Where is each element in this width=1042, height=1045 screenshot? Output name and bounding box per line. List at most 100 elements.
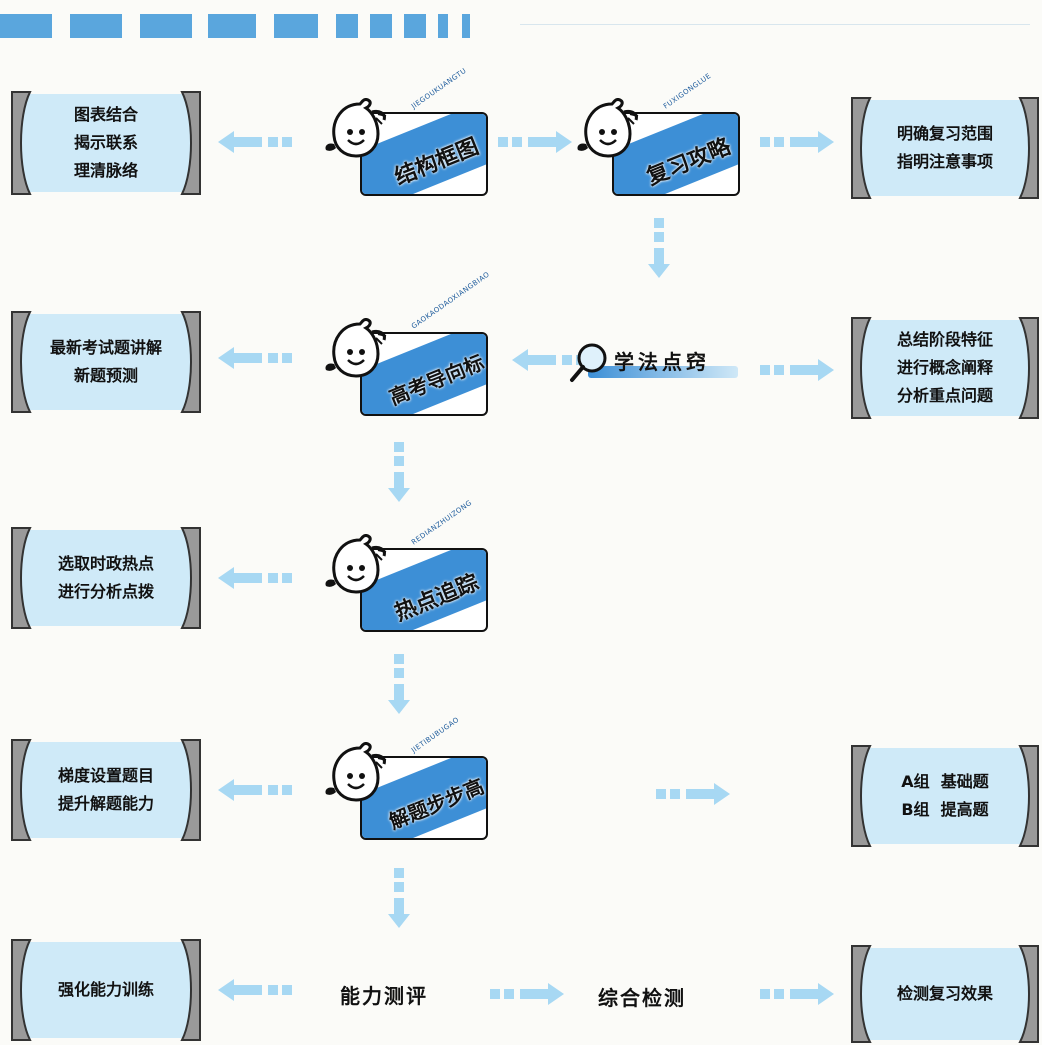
mascot-part (599, 139, 617, 146)
arrow-down (648, 218, 670, 278)
mascot-part (623, 110, 638, 121)
box-latest-exam: 最新考试题讲解 新题预测 (8, 310, 204, 414)
mascot-part (347, 359, 365, 366)
mascot-part (584, 98, 632, 158)
method-hint-underline (588, 366, 738, 378)
mascot-part (627, 113, 639, 125)
arrow-right (656, 783, 730, 805)
mascot-part (347, 783, 365, 790)
mascot-part (332, 98, 380, 158)
box-line: 进行概念阐释 (896, 358, 993, 377)
box-review-scope: 明确复习范围 指明注意事项 (848, 96, 1042, 200)
mascot-part (375, 757, 387, 769)
mascot-icon (325, 534, 387, 594)
box-line: 指明注意事项 (896, 152, 993, 171)
arrow-right (760, 359, 834, 381)
mascot-part (332, 318, 380, 378)
box-line: 分析重点问题 (896, 386, 993, 405)
mascot-part (577, 143, 588, 151)
card-gaokao-guide: GAOKAODAOXIANGBIAO 高考导向标 (322, 270, 522, 418)
left-bracket-icon (11, 739, 32, 841)
mascot-part (347, 575, 365, 582)
box-line: A组 基础题 (901, 772, 989, 791)
arrow-right (760, 983, 834, 1005)
box-line: 理清脉络 (73, 161, 138, 180)
arrow-left (218, 567, 292, 589)
mascot-part (371, 546, 386, 557)
box-ability-training: 强化能力训练 (8, 938, 204, 1042)
left-bracket-icon (851, 317, 872, 419)
box-chart-summary: 图表结合 揭示联系 理清脉络 (8, 90, 204, 196)
card-review-strategy: FUXIGONGLUE 复习攻略 (574, 72, 774, 198)
card-hotspot-tracking: REDIANZHUIZONG 热点追踪 (322, 499, 522, 634)
box-stage-summary: 总结阶段特征 进行概念阐释 分析重点问题 (848, 316, 1042, 420)
left-bracket-icon (11, 91, 32, 195)
mascot-part (359, 565, 365, 571)
mascot-part (347, 773, 353, 779)
arrow-down (388, 868, 410, 928)
left-bracket-icon (11, 311, 32, 413)
left-bracket-icon (851, 945, 872, 1043)
right-bracket-icon (180, 939, 201, 1041)
right-bracket-icon (1018, 745, 1039, 847)
box-line: 新题预测 (73, 366, 138, 385)
right-bracket-icon (180, 311, 201, 413)
mascot-part (375, 333, 387, 345)
mascot-part (611, 129, 617, 135)
arrow-left (218, 979, 292, 1001)
box-line: 提升解题能力 (57, 794, 154, 813)
box-gradient-questions: 梯度设置题目 提升解题能力 (8, 738, 204, 842)
mascot-part (325, 363, 336, 371)
box-line: 检测复习效果 (896, 984, 993, 1003)
right-bracket-icon (180, 527, 201, 629)
arrow-down (388, 654, 410, 714)
box-line: 梯度设置题目 (57, 766, 154, 785)
mascot-part (371, 754, 386, 765)
mascot-part (371, 110, 386, 121)
card-step-by-step: JIETIBUBUGAO 解题步步高 (322, 716, 522, 842)
box-line: 揭示联系 (73, 133, 138, 152)
mascot-part (347, 129, 353, 135)
mascot-part (371, 330, 386, 341)
box-current-affairs: 选取时政热点 进行分析点拨 (8, 526, 204, 630)
mascot-part (375, 549, 387, 561)
mascot-icon (325, 318, 387, 378)
ability-test-label: 能力测评 (340, 984, 428, 1008)
box-question-groups: A组 基础题 B组 提高题 (848, 744, 1042, 848)
arrow-left (218, 347, 292, 369)
mascot-part (359, 349, 365, 355)
mascot-icon (577, 98, 639, 158)
box-line: 总结阶段特征 (896, 330, 993, 349)
right-bracket-icon (1018, 945, 1039, 1043)
mascot-part (347, 139, 365, 146)
arrow-left (218, 779, 292, 801)
left-bracket-icon (11, 939, 32, 1041)
method-hint-label: 学法点窍 (614, 350, 710, 374)
right-bracket-icon (1018, 97, 1039, 199)
mascot-part (332, 534, 380, 594)
mascot-icon (325, 742, 387, 802)
mascot-part (332, 742, 380, 802)
mascot-part (325, 787, 336, 795)
mascot-part (347, 565, 353, 571)
box-review-effect: 检测复习效果 (848, 944, 1042, 1044)
box-line: 图表结合 (73, 105, 138, 124)
box-line: 强化能力训练 (57, 980, 154, 999)
mascot-part (347, 349, 353, 355)
mascot-part (325, 143, 336, 151)
right-bracket-icon (1018, 317, 1039, 419)
card-structure-diagram: JIEGOUKUANGTU 结构框图 (322, 67, 522, 198)
left-bracket-icon (11, 527, 32, 629)
box-line: 进行分析点拨 (57, 582, 154, 601)
mascot-icon (325, 98, 387, 158)
magnifier-icon (570, 343, 607, 382)
left-bracket-icon (851, 745, 872, 847)
mascot-part (359, 773, 365, 779)
right-bracket-icon (180, 739, 201, 841)
mascot-part (359, 129, 365, 135)
arrow-down (388, 442, 410, 502)
mascot-part (325, 579, 336, 587)
arrow-right (490, 983, 564, 1005)
box-line: 明确复习范围 (896, 124, 993, 143)
mascot-part (375, 113, 387, 125)
